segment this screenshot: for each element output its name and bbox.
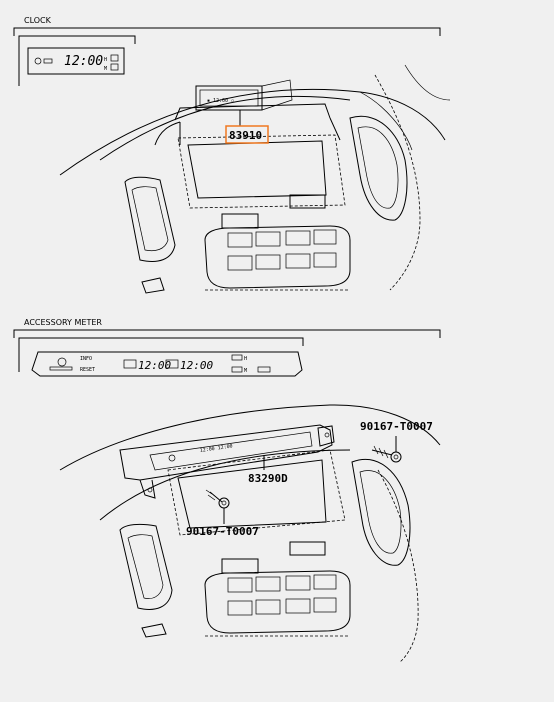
clock-display-panel xyxy=(27,47,125,75)
accessory-display-info: INFO xyxy=(80,356,92,362)
top-left-vent xyxy=(124,176,176,262)
accessory-display-m: M xyxy=(244,368,247,374)
clock-section: CLOCK 12:00 H M ▪ 12:00 ▫ xyxy=(13,16,451,294)
meter-part-number[interactable]: 83290D xyxy=(248,472,288,485)
bottom-left-vent xyxy=(119,523,173,610)
accessory-section-title: ACCESSORY METER xyxy=(24,318,102,327)
clock-m-button xyxy=(110,63,119,71)
accessory-meter-section: ACCESSORY METER INFO RESET 12:00 12:00 H… xyxy=(13,318,441,663)
screw-right-shaft xyxy=(371,449,393,456)
accessory-meter-unit-digits: 12:00 12:00 xyxy=(199,443,233,454)
screw-right-part-number[interactable]: 90167-T0007 xyxy=(360,420,433,433)
clock-display-m: M xyxy=(104,66,107,72)
clock-unit-digits: ▪ 12:00 ▫ xyxy=(207,98,234,104)
accessory-display-time: 12:00 xyxy=(138,359,171,372)
top-display-screen xyxy=(187,140,327,199)
bottom-display-screen xyxy=(177,459,327,529)
bottom-climate-panel xyxy=(204,570,351,634)
clock-unit xyxy=(195,85,263,111)
clock-display-icon xyxy=(34,57,42,65)
clock-section-frame xyxy=(13,27,441,36)
meter-left-bracket xyxy=(139,479,156,499)
screw-left-part-number[interactable]: 90167-T0007 xyxy=(186,525,259,538)
accessory-meter-unit xyxy=(119,424,333,481)
accessory-section-frame xyxy=(13,329,441,338)
clock-part-number[interactable]: 83910 xyxy=(229,129,262,142)
screw-left-head xyxy=(218,497,230,509)
top-climate-panel xyxy=(204,225,351,289)
clock-part-highlight xyxy=(225,125,269,144)
accessory-display-panel xyxy=(31,351,303,377)
accessory-display-time-2: 12:00 xyxy=(180,359,213,372)
clock-section-title: CLOCK xyxy=(24,16,52,25)
clock-display-indicator xyxy=(43,58,53,64)
accessory-inset-bracket xyxy=(18,337,304,372)
dashboard-drawing-top: ▪ 12:00 ▫ xyxy=(59,64,451,294)
screw-right-head xyxy=(390,451,402,463)
meter-right-bracket xyxy=(317,425,335,447)
accessory-display-icon xyxy=(57,357,67,367)
accessory-display-reset: RESET xyxy=(80,367,95,373)
clock-display-time: 12:00 xyxy=(64,54,103,69)
dashboard-drawing-bottom: 12:00 12:00 xyxy=(59,404,441,663)
top-right-vent xyxy=(349,115,408,221)
clock-inset-bracket xyxy=(18,35,136,86)
accessory-display-h: H xyxy=(244,356,247,362)
clock-h-button xyxy=(110,54,119,62)
clock-display-h: H xyxy=(104,57,107,63)
